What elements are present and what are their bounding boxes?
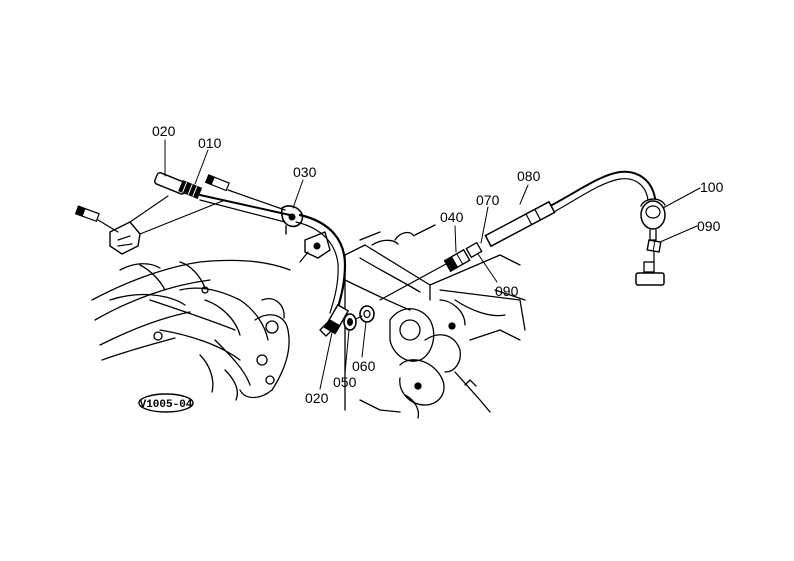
drawing-number-text: V1005-04 (140, 399, 193, 411)
drawing-number-badge: V1005-04 (138, 393, 194, 413)
label-010: 010 (198, 135, 222, 151)
label-050: 050 (333, 374, 357, 390)
label-090-right: 090 (697, 218, 721, 234)
part-labels: 020 010 030 040 070 080 100 090 090 020 … (152, 123, 724, 406)
label-020-top: 020 (152, 123, 176, 139)
left-engine-assembly (91, 259, 291, 401)
oil-pressure-sender-assembly (74, 172, 347, 317)
tachometer-cable-assembly (379, 170, 666, 301)
label-070: 070 (476, 192, 500, 208)
label-060: 060 (352, 358, 376, 374)
label-100: 100 (700, 179, 724, 195)
centre-fittings (319, 303, 375, 337)
leader-lines (164, 139, 701, 390)
label-090-mid: 090 (495, 283, 519, 299)
label-040: 040 (440, 209, 464, 225)
right-engine-block (344, 224, 526, 419)
label-020-bottom: 020 (305, 390, 329, 406)
label-030: 030 (293, 164, 317, 180)
label-080: 080 (517, 168, 541, 184)
